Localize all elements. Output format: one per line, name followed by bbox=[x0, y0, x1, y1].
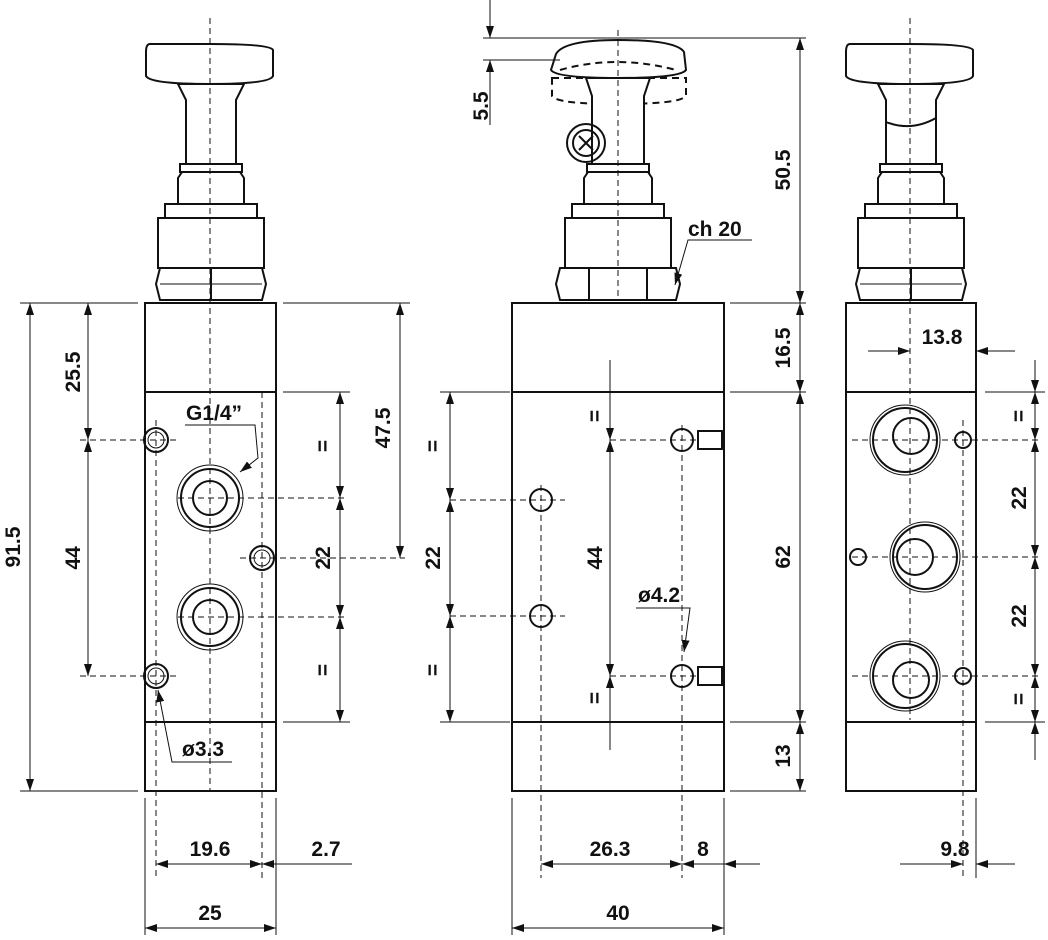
center-view: 5.5 50.5 16.5 62 13 ch 20 = 22 = = 44 = … bbox=[422, 0, 806, 935]
right-view-centerlines bbox=[852, 18, 1040, 878]
dim-right-offset: 9.8 bbox=[940, 838, 970, 861]
dim-equal-bottom: = bbox=[312, 664, 335, 676]
right-view-dimensions bbox=[868, 347, 1045, 878]
dim-equal-left-bottom: = bbox=[422, 664, 445, 676]
dim-left-spacing: 22 bbox=[422, 546, 445, 569]
dim-center-spacing: 22 bbox=[312, 546, 335, 569]
center-view-dimensions bbox=[440, 0, 806, 935]
label-wrench-size: ch 20 bbox=[688, 218, 742, 241]
dim-right-spacing-top: 22 bbox=[1008, 486, 1031, 509]
center-view-labels: 5.5 50.5 16.5 62 13 ch 20 = 22 = = 44 = … bbox=[422, 91, 795, 925]
dim-right-spacing-bottom: 22 bbox=[1008, 604, 1031, 627]
dim-hole-to-port: 19.6 bbox=[190, 838, 231, 861]
dim-button-stroke: 5.5 bbox=[470, 91, 493, 121]
dim-right-equal-bottom: = bbox=[1008, 693, 1031, 705]
dim-top-to-first-port: 25.5 bbox=[62, 351, 85, 392]
dim-equal-top: = bbox=[312, 440, 335, 452]
dim-mid-block: 62 bbox=[772, 545, 795, 568]
dim-top-block: 16.5 bbox=[772, 327, 795, 368]
dim-side-offset: 2.7 bbox=[311, 838, 340, 861]
left-view-labels: 91.5 25.5 44 47.5 = 22 = G1/4” ø3.3 19.6… bbox=[2, 351, 395, 925]
label-hole-diameter: ø4.2 bbox=[638, 584, 680, 607]
dim-inner-spacing: 44 bbox=[584, 546, 607, 570]
dim-equal-inner-top: = bbox=[584, 410, 607, 422]
left-view-dimensions bbox=[20, 302, 410, 935]
dim-hole-offset: 26.3 bbox=[590, 838, 631, 861]
dim-overall-height: 91.5 bbox=[2, 526, 25, 567]
dim-top-to-side-port: 47.5 bbox=[372, 407, 395, 448]
dim-port-spacing: 44 bbox=[62, 546, 85, 570]
left-view-actuator bbox=[145, 42, 274, 301]
dim-left-width: 25 bbox=[198, 902, 222, 925]
dim-right-equal-top: = bbox=[1008, 410, 1031, 422]
center-view-centerlines bbox=[450, 30, 700, 878]
left-view-centerlines bbox=[80, 18, 405, 878]
dim-bottom-block: 13 bbox=[772, 744, 795, 767]
label-mount-hole: ø3.3 bbox=[182, 738, 224, 761]
dim-head-height: 50.5 bbox=[772, 149, 795, 190]
right-view-labels: 13.8 = 22 22 = 9.8 bbox=[922, 326, 1031, 861]
center-view-actuator bbox=[549, 38, 688, 301]
label-port-thread: G1/4” bbox=[186, 402, 242, 425]
left-view: 91.5 25.5 44 47.5 = 22 = G1/4” ø3.3 19.6… bbox=[2, 18, 410, 935]
dim-right-top-offset: 13.8 bbox=[922, 326, 963, 349]
dim-equal-left-top: = bbox=[422, 440, 445, 452]
right-view: 13.8 = 22 22 = 9.8 bbox=[845, 18, 1045, 878]
right-view-actuator bbox=[845, 42, 974, 301]
dim-equal-inner-bottom: = bbox=[584, 692, 607, 704]
center-view-body bbox=[511, 302, 725, 792]
dim-center-width: 40 bbox=[606, 902, 629, 925]
right-view-body bbox=[845, 302, 977, 792]
dim-edge-offset: 8 bbox=[697, 838, 709, 861]
